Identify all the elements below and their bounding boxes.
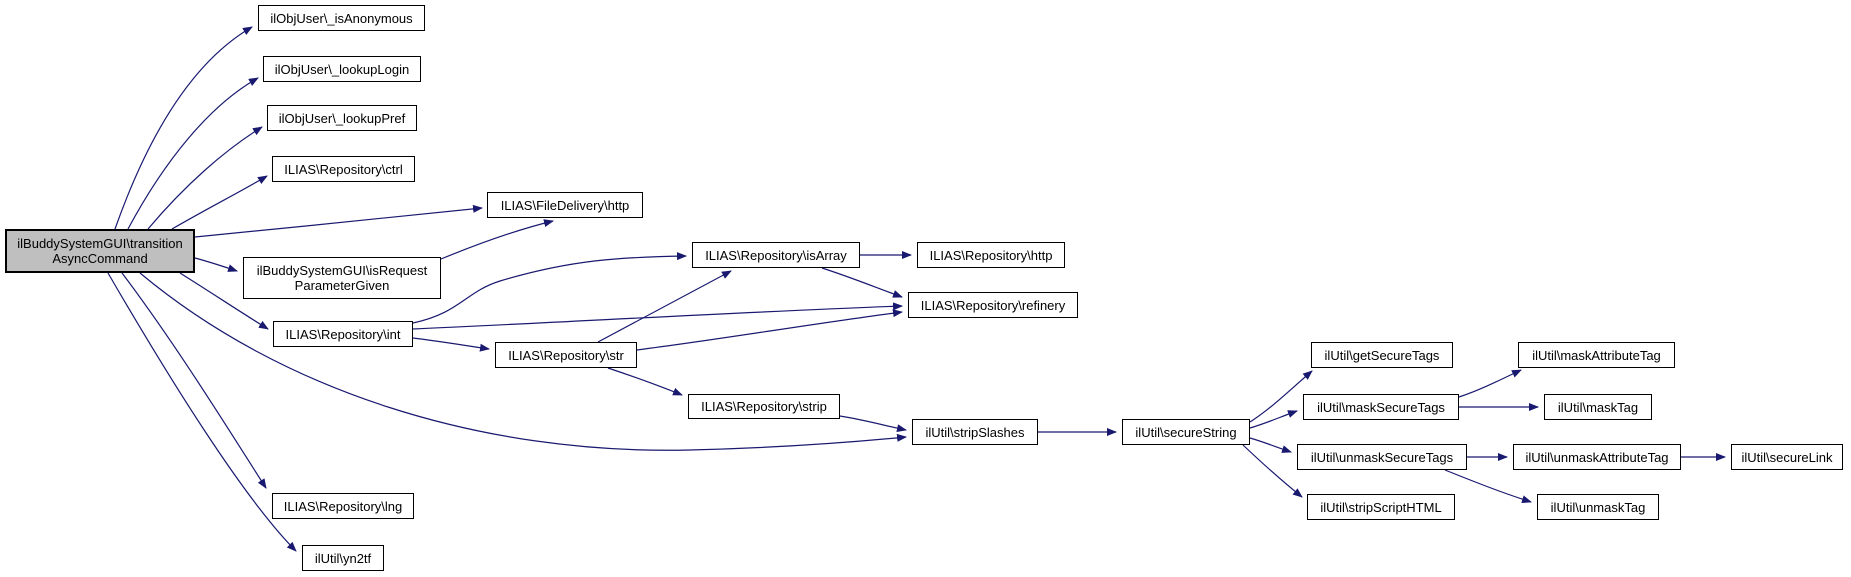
node-label: ILIAS\Repository\ctrl <box>284 161 403 177</box>
edge-str-refinery <box>636 309 903 351</box>
node-label: ILIAS\Repository\isArray <box>705 247 847 263</box>
node-repositoryHttp[interactable]: ILIAS\Repository\http <box>917 242 1065 268</box>
node-lookupPref[interactable]: ilObjUser\_lookupPref <box>267 105 417 131</box>
edge-transitionAsyncCommand-lng <box>121 272 267 489</box>
edge-transitionAsyncCommand-isAnonymous <box>114 26 253 230</box>
edge-transitionAsyncCommand-yn2tf <box>107 272 297 552</box>
edge-transitionAsyncCommand-isRequestParameterGiven <box>194 257 238 272</box>
edge-isRequestParameterGiven-fileDeliveryHttp <box>440 219 554 260</box>
edge-int-refinery <box>412 302 903 330</box>
node-label: ILIAS\Repository\lng <box>283 498 403 514</box>
node-secureString[interactable]: ilUtil\secureString <box>1122 419 1250 445</box>
node-unmaskAttributeTag[interactable]: ilUtil\unmaskAttributeTag <box>1513 444 1681 470</box>
node-label: ilObjUser\_isAnonymous <box>270 10 413 26</box>
node-label: ILIAS\Repository\str <box>508 347 624 363</box>
edge-maskSecureTags-maskAttributeTag <box>1458 369 1522 398</box>
node-unmaskSecureTags[interactable]: ilUtil\unmaskSecureTags <box>1297 444 1467 470</box>
node-maskTag[interactable]: ilUtil\maskTag <box>1544 394 1652 420</box>
node-label: ilObjUser\_lookupLogin <box>274 61 410 77</box>
node-label: ILIAS\Repository\strip <box>701 399 827 414</box>
node-ctrl[interactable]: ILIAS\Repository\ctrl <box>272 156 415 182</box>
edge-transitionAsyncCommand-stripSlashes <box>139 272 907 451</box>
edge-isArray-refinery <box>821 267 903 298</box>
node-getSecureTags[interactable]: ilUtil\getSecureTags <box>1311 342 1453 368</box>
node-secureLink[interactable]: ilUtil\secureLink <box>1731 444 1843 470</box>
edge-transitionAsyncCommand-lookupPref <box>147 126 263 230</box>
node-label: ilUtil\unmaskAttributeTag <box>1525 449 1669 465</box>
node-lookupLogin[interactable]: ilObjUser\_lookupLogin <box>263 56 421 82</box>
node-label: ParameterGiven <box>294 278 390 293</box>
node-label: ILIAS\Repository\http <box>929 247 1053 263</box>
node-label: ilUtil\maskAttributeTag <box>1532 347 1661 363</box>
node-label: AsyncCommand <box>52 251 148 266</box>
edge-int-str <box>412 337 490 352</box>
edge-transitionAsyncCommand-int <box>179 272 269 330</box>
node-isAnonymous[interactable]: ilObjUser\_isAnonymous <box>258 5 425 31</box>
node-label: ILIAS\Repository\refinery <box>920 297 1066 313</box>
node-label: ilUtil\unmaskTag <box>1550 499 1646 515</box>
edge-str-isArray <box>597 270 732 343</box>
edge-secureString-stripScriptHTML <box>1242 444 1303 498</box>
node-fileDeliveryHttp[interactable]: ILIAS\FileDelivery\http <box>487 192 643 218</box>
node-int[interactable]: ILIAS\Repository\int <box>273 321 413 347</box>
node-str[interactable]: ILIAS\Repository\str <box>495 342 637 368</box>
edge-secureString-maskSecureTags <box>1249 410 1298 429</box>
edge-transitionAsyncCommand-ctrl <box>171 175 268 230</box>
node-label: ilUtil\maskTag <box>1557 399 1639 415</box>
edge-secureString-getSecureTags <box>1249 370 1313 423</box>
node-label: ilUtil\stripScriptHTML <box>1320 499 1442 515</box>
node-yn2tf[interactable]: ilUtil\yn2tf <box>302 545 384 571</box>
node-refinery[interactable]: ILIAS\Repository\refinery <box>908 292 1078 318</box>
edge-transitionAsyncCommand-lookupLogin <box>127 77 259 230</box>
node-label: ILIAS\FileDelivery\http <box>500 197 630 213</box>
edge-transitionAsyncCommand-fileDeliveryHttp <box>194 204 483 238</box>
node-label: ilUtil\unmaskSecureTags <box>1310 449 1454 465</box>
node-label: ilUtil\maskSecureTags <box>1317 399 1445 415</box>
node-label: ilUtil\secureLink <box>1741 449 1833 465</box>
node-strip[interactable]: ILIAS\Repository\strip <box>688 394 840 419</box>
node-stripSlashes[interactable]: ilUtil\stripSlashes <box>912 419 1038 445</box>
node-maskSecureTags[interactable]: ilUtil\maskSecureTags <box>1303 394 1459 420</box>
node-label: ilUtil\getSecureTags <box>1324 347 1440 363</box>
edge-unmaskSecureTags-unmaskTag <box>1444 469 1532 504</box>
node-isArray[interactable]: ILIAS\Repository\isArray <box>692 242 860 268</box>
node-label: ilUtil\yn2tf <box>314 550 372 566</box>
node-maskAttributeTag[interactable]: ilUtil\maskAttributeTag <box>1518 342 1675 368</box>
node-lng[interactable]: ILIAS\Repository\lng <box>272 493 414 519</box>
edge-strip-stripSlashes <box>839 415 907 433</box>
node-label: ILIAS\Repository\int <box>285 326 401 342</box>
node-label: ilBuddySystemGUI\isRequest <box>256 263 428 278</box>
node-unmaskTag[interactable]: ilUtil\unmaskTag <box>1537 494 1659 520</box>
node-label: ilUtil\secureString <box>1135 424 1237 440</box>
node-stripScriptHTML[interactable]: ilUtil\stripScriptHTML <box>1307 494 1455 520</box>
edge-str-strip <box>607 367 683 396</box>
edge-secureString-unmaskSecureTags <box>1249 437 1292 453</box>
node-label: ilBuddySystemGUI\transition <box>17 236 183 251</box>
node-label: ilUtil\stripSlashes <box>925 424 1025 440</box>
edge-int-isArray <box>412 252 687 324</box>
node-label: ilObjUser\_lookupPref <box>278 110 406 126</box>
